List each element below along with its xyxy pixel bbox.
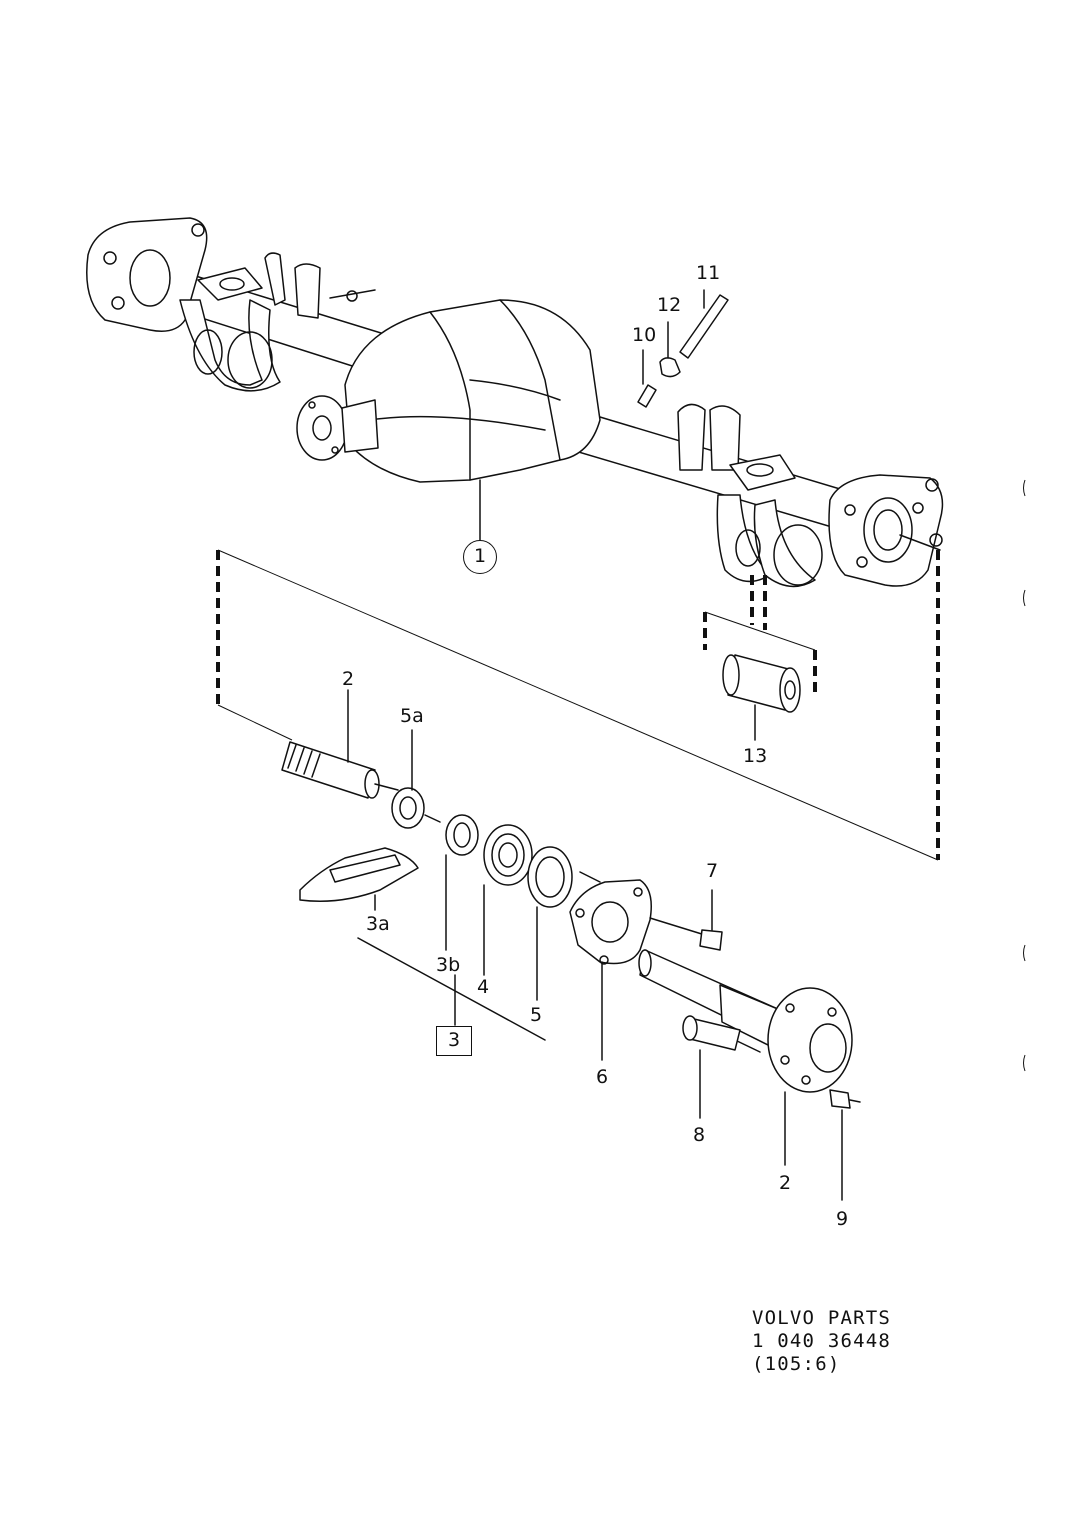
- bearing-parts: [391, 729, 573, 1001]
- callout-3-kit: 3: [436, 1026, 472, 1056]
- callout-9: 9: [836, 1208, 849, 1230]
- callout-5: 5: [530, 1004, 543, 1026]
- callout-5a: 5a: [400, 705, 424, 727]
- callout-2-upper: 2: [342, 668, 355, 690]
- caption-line-3: (105:6): [752, 1353, 841, 1375]
- callout-11: 11: [696, 262, 721, 284]
- caption-line-1: VOLVO PARTS: [752, 1307, 892, 1329]
- wheel-nut-9: [829, 1089, 861, 1201]
- callout-13: 13: [743, 745, 768, 767]
- retainer-plate: [569, 871, 652, 1061]
- callout-1: 1: [463, 540, 497, 574]
- axle-housing: [86, 217, 944, 588]
- breather-parts: [637, 289, 729, 408]
- callout-2-lower: 2: [779, 1172, 792, 1194]
- bolt-7: [649, 889, 723, 951]
- callout-6: 6: [596, 1066, 609, 1088]
- callout-3b: 3b: [436, 954, 461, 976]
- kit-bracket: [357, 937, 546, 1041]
- callout-4: 4: [477, 976, 490, 998]
- drive-shaft-upper: [281, 689, 399, 799]
- callout-7: 7: [706, 860, 719, 882]
- callout-8: 8: [693, 1124, 706, 1146]
- axle-shaft-lower: [638, 949, 853, 1166]
- caption-line-2: 1 040 36448: [752, 1330, 892, 1352]
- callout-3a: 3a: [366, 913, 390, 935]
- connector-lines: [216, 549, 940, 861]
- grease-packet: [299, 847, 419, 911]
- bushing-13: [722, 654, 801, 741]
- callout-12: 12: [657, 294, 682, 316]
- callout-10: 10: [632, 324, 657, 346]
- wheel-stud-8: [682, 1015, 741, 1119]
